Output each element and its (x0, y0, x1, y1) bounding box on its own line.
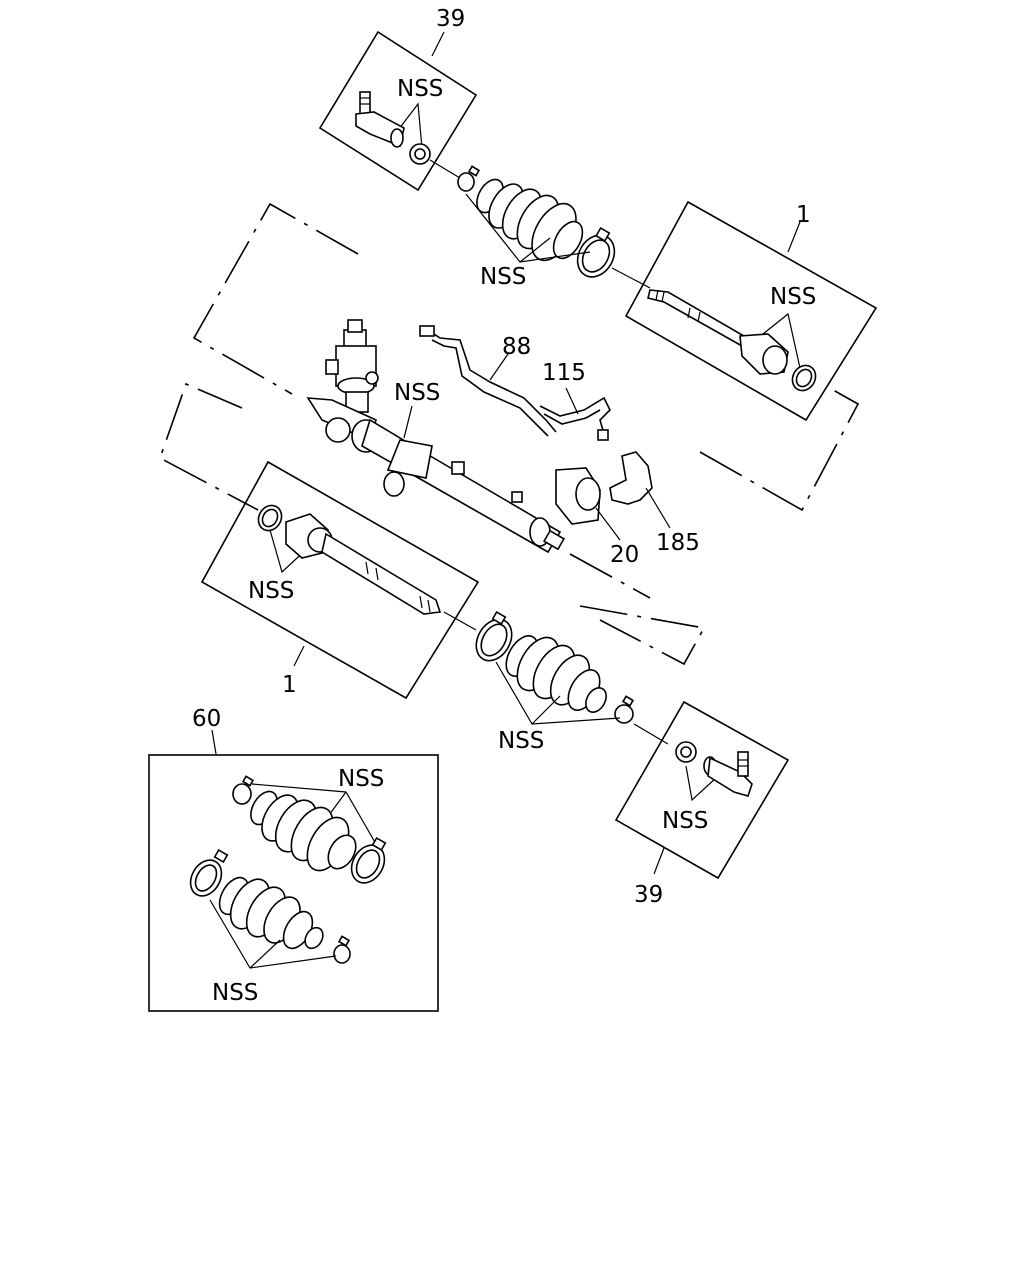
tie-rod-end-upper-group: 39 NSS (318, 6, 478, 192)
nss-label-kit-bottom: NSS (212, 980, 258, 1006)
inner-tie-rod-left-group: 1 NSS (200, 460, 480, 700)
bracket-185: 185 (609, 451, 700, 556)
nut-upper (409, 143, 431, 165)
nss-label-lower-boot: NSS (498, 728, 544, 754)
inner-tie-rod-right-part (647, 289, 789, 375)
kit-boot-large (232, 775, 387, 884)
return-pipe-115: 115 (539, 360, 611, 441)
boot-lower-clamp (475, 610, 513, 662)
nss-label-upper-boot: NSS (480, 264, 526, 290)
tie-rod-end-upper-part (355, 91, 405, 148)
label-1-left: 1 (282, 672, 297, 698)
boot-upper-bellows (476, 178, 584, 262)
ring-left (257, 504, 283, 532)
nss-label-upper-end: NSS (397, 76, 443, 102)
mount-rubber-20: 20 (555, 467, 639, 568)
nss-label-kit-top: NSS (338, 766, 384, 792)
boot-upper: NSS (457, 165, 616, 290)
boot-lower: NSS (475, 610, 635, 754)
steering-gear-housing: NSS (306, 319, 566, 554)
label-1-right: 1 (796, 202, 811, 228)
boot-lower-bellows (505, 635, 607, 713)
label-39-upper: 39 (436, 6, 465, 32)
kit-boot-small (189, 848, 351, 964)
inner-tie-rod-right-group: 1 NSS (624, 200, 878, 422)
boot-kit-group: 60 NSS (148, 706, 439, 1012)
label-20: 20 (610, 542, 639, 568)
inner-tie-rod-left-part (285, 513, 442, 615)
tie-rod-end-lower-group: 39 NSS (614, 700, 790, 908)
label-60: 60 (192, 706, 221, 732)
boot-upper-clamp (576, 226, 616, 278)
label-39-lower: 39 (634, 882, 663, 908)
nss-label-lower-end: NSS (662, 808, 708, 834)
nss-label-right-rod: NSS (770, 284, 816, 310)
nss-label-gear-body: NSS (394, 380, 440, 406)
gear-assembly-dash-frame (159, 202, 860, 666)
label-185: 185 (656, 530, 700, 556)
nss-label-left-rod: NSS (248, 578, 294, 604)
nut-lower (675, 741, 697, 763)
ring-right (791, 364, 817, 392)
pressure-pipe-88: 88 (419, 325, 557, 437)
label-88: 88 (502, 334, 531, 360)
tie-rod-end-lower-part (703, 751, 753, 797)
label-115: 115 (542, 360, 586, 386)
